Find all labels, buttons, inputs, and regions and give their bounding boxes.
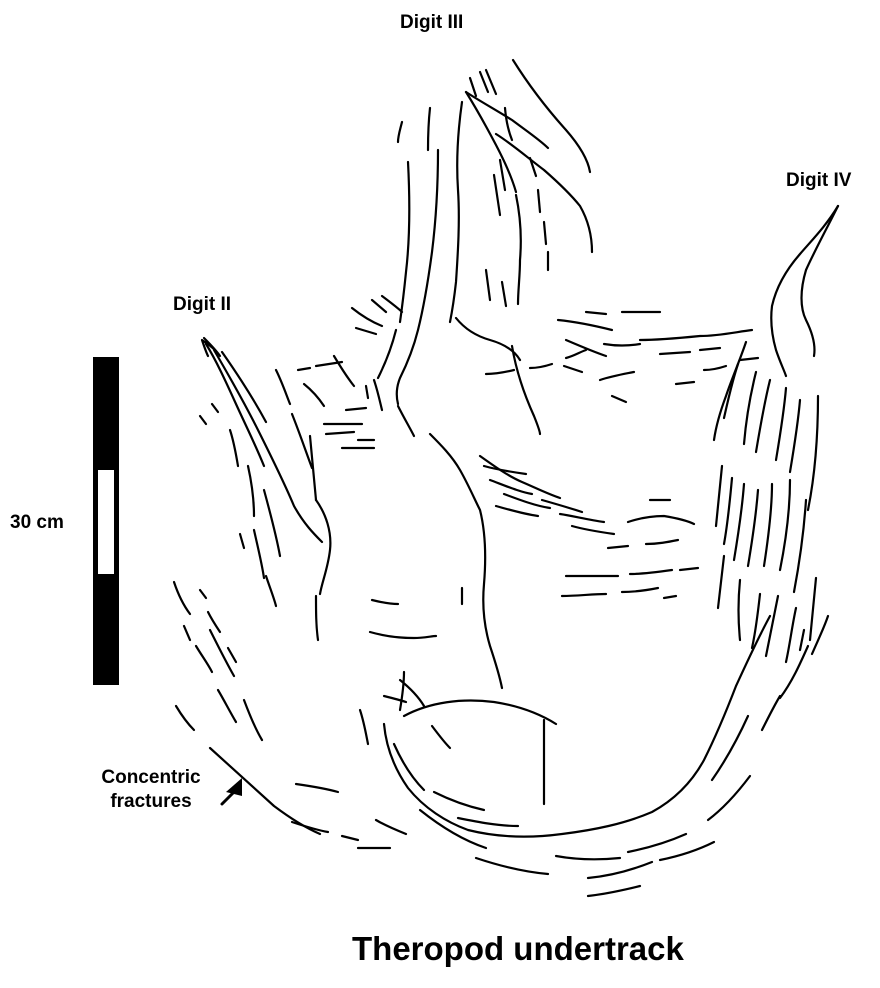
digit-iv-fractures [714, 206, 838, 662]
digit-iv-label: Digit IV [786, 170, 851, 192]
figure-caption: Theropod undertrack [352, 930, 684, 968]
digit-iii-fractures [378, 60, 592, 404]
concentric-fractures [174, 582, 828, 896]
digit-ii-label: Digit II [173, 294, 231, 316]
concentric-label-line1: Concentric [76, 766, 226, 790]
concentric-label-line2: fractures [76, 790, 226, 814]
concentric-fractures-label: Concentric fractures [76, 766, 226, 814]
central-fractures [298, 296, 758, 804]
scale-label: 30 cm [10, 512, 64, 534]
digit-ii-fractures [200, 338, 330, 640]
scale-bar [93, 357, 119, 685]
scale-bar-window [98, 470, 114, 574]
digit-iii-label: Digit III [400, 12, 463, 34]
